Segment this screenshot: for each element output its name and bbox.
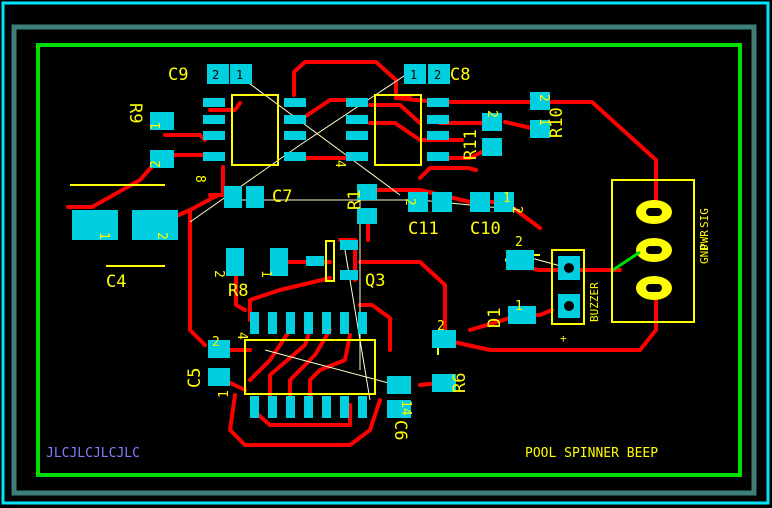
label-q3: Q3	[365, 271, 385, 291]
svg-text:2: 2	[211, 270, 226, 278]
svg-text:4: 4	[234, 332, 249, 340]
svg-text:2: 2	[515, 235, 523, 250]
label-c6: C6	[390, 420, 410, 440]
c8-pad-2[interactable]	[428, 64, 450, 84]
c11-pad-1[interactable]	[408, 192, 428, 212]
label-c8: C8	[450, 65, 470, 85]
board-title: POOL SPINNER BEEP	[525, 446, 658, 461]
d1-pad-1[interactable]	[508, 306, 536, 324]
buzzer-plus: +	[560, 332, 567, 345]
svg-text:1: 1	[258, 270, 273, 278]
r9-pad-1[interactable]	[150, 112, 174, 130]
mirror-text: JLCJLCJLCJLC	[46, 446, 140, 461]
c9-pad-1[interactable]	[207, 64, 229, 84]
board-outline	[36, 43, 742, 477]
silk-pin-numbers: 8 4 1 2 2 1 2 1 2 2 1 2 1 2 4 1 2 14 2 1…	[96, 94, 551, 416]
label-pwr: PWR	[698, 230, 711, 250]
svg-text:2: 2	[437, 319, 445, 334]
svg-text:2: 2	[536, 94, 551, 102]
c6-pad-2[interactable]	[387, 376, 411, 394]
ic-left-outline	[231, 94, 279, 166]
c11-pad-2[interactable]	[432, 192, 452, 212]
svg-text:8: 8	[192, 175, 207, 183]
label-sig: SIG	[698, 208, 711, 228]
svg-text:1: 1	[96, 232, 111, 240]
c6-pad-1[interactable]	[387, 400, 411, 418]
label-r8: R8	[228, 281, 248, 301]
c4-pad-1[interactable]	[72, 210, 118, 240]
label-c9: C9	[168, 65, 188, 85]
r10-pad-1[interactable]	[530, 92, 550, 110]
r10-pad-2[interactable]	[530, 120, 550, 138]
label-r10: R10	[547, 107, 567, 138]
label-c10: C10	[470, 219, 501, 239]
silkscreen	[70, 94, 695, 395]
d1-pad-2[interactable]	[506, 250, 534, 270]
r6-pad-2[interactable]	[432, 330, 456, 348]
c7-pad-2[interactable]	[246, 186, 264, 208]
inner-border	[11, 24, 757, 496]
svg-text:1: 1	[536, 118, 551, 126]
c4-pad-2[interactable]	[132, 210, 178, 240]
r9-pad-2[interactable]	[150, 150, 174, 168]
c10-pad-1[interactable]	[470, 192, 490, 212]
buzzer-label: BUZZER	[588, 282, 601, 322]
r1-pad-1[interactable]	[357, 184, 377, 200]
label-r1: R1	[345, 190, 365, 210]
buzzer-outline	[551, 249, 585, 325]
c5-pad-2[interactable]	[208, 340, 230, 358]
c7-pad-1[interactable]	[224, 186, 242, 208]
svg-text:2: 2	[484, 110, 499, 118]
svg-text:2: 2	[434, 68, 441, 82]
pin-numbers: 2 1 1 2	[212, 68, 441, 82]
svg-text:2: 2	[154, 232, 169, 240]
c10-pad-2[interactable]	[494, 192, 514, 212]
labels: C9 C8 R9 R10 R11 C7 R1 C4 R8 Q3 C11 C10 …	[106, 65, 567, 440]
c9-pad-2[interactable]	[230, 64, 252, 84]
ic-bottom-outline	[244, 339, 376, 395]
svg-text:1: 1	[515, 299, 523, 314]
connector-outline	[611, 179, 695, 323]
svg-text:14: 14	[398, 400, 413, 416]
c8-pad-1[interactable]	[404, 64, 426, 84]
svg-text:2: 2	[402, 198, 417, 206]
pads	[72, 64, 580, 418]
svg-text:2: 2	[212, 68, 219, 82]
r6-pad-1[interactable]	[432, 374, 456, 392]
label-c7: C7	[272, 187, 292, 207]
r1-pad-2[interactable]	[357, 208, 377, 224]
svg-text:1: 1	[236, 68, 243, 82]
connector-labels: SIG GND PWR	[698, 208, 711, 264]
label-r9: R9	[125, 103, 145, 123]
r11-pad-2[interactable]	[482, 138, 502, 156]
label-c11: C11	[408, 219, 439, 239]
r11-pad-1[interactable]	[482, 113, 502, 131]
connector	[564, 200, 672, 311]
label-r11: R11	[461, 129, 481, 160]
svg-text:1: 1	[217, 390, 232, 398]
svg-text:1: 1	[410, 68, 417, 82]
svg-text:2: 2	[509, 206, 524, 214]
label-r6: R6	[450, 373, 470, 393]
svg-text:1: 1	[503, 191, 511, 206]
label-gnd: GND	[698, 244, 711, 264]
label-c5: C5	[185, 368, 205, 388]
svg-text:2: 2	[212, 335, 220, 350]
c5-pad-1[interactable]	[208, 368, 230, 386]
label-c4: C4	[106, 272, 126, 292]
transistor-outline	[325, 240, 335, 282]
label-d1: D1	[485, 308, 505, 328]
r8-pad-1[interactable]	[226, 248, 244, 276]
r8-pad-2[interactable]	[270, 248, 288, 276]
svg-text:1: 1	[149, 122, 164, 130]
svg-text:2: 2	[149, 160, 164, 168]
ic-right-outline	[374, 94, 422, 166]
svg-text:4: 4	[332, 160, 347, 168]
